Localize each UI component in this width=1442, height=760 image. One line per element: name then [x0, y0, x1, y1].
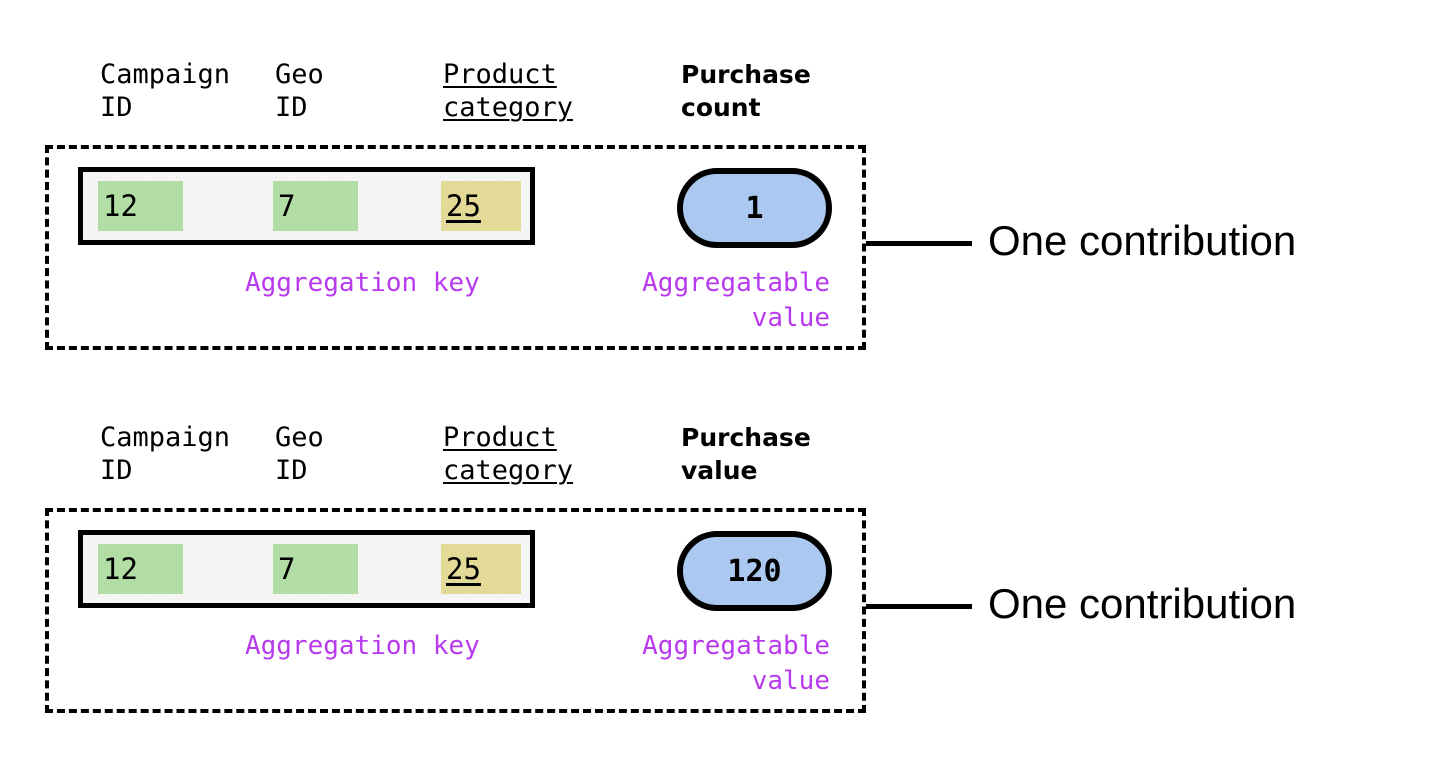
annotation-aggregatable-value: Aggregatable value [642, 631, 830, 696]
callout-label-one-contribution: One contribution [988, 580, 1297, 627]
callout-label-one-contribution: One contribution [988, 217, 1297, 264]
header-geo-id: Geo ID [275, 422, 324, 486]
aggregation-key-row: 12 7 25 [78, 530, 535, 608]
contribution-boundary [45, 508, 866, 713]
key-cell-geo-id: 7 [273, 181, 358, 231]
header-campaign-id: Campaign ID [100, 59, 231, 123]
column-headers: Campaign ID Geo ID Product category Purc… [0, 421, 900, 501]
aggregatable-value-pill: 120 [677, 531, 832, 611]
key-cell-product-category: 25 [441, 181, 521, 231]
aggregatable-value-pill: 1 [677, 168, 832, 248]
contribution-boundary [45, 145, 866, 350]
header-product-category: Product category [443, 422, 574, 486]
annotation-aggregation-key: Aggregation key [245, 631, 480, 661]
annotation-aggregation-key: Aggregation key [245, 268, 480, 298]
key-cell-geo-id: 7 [273, 544, 358, 594]
header-geo-id: Geo ID [275, 59, 324, 123]
annotation-aggregatable-value: Aggregatable value [642, 268, 830, 333]
callout-connector-line [866, 241, 972, 246]
key-cell-product-category: 25 [441, 544, 521, 594]
key-cell-campaign-id: 12 [98, 181, 183, 231]
key-cell-campaign-id: 12 [98, 544, 183, 594]
callout-connector-line [866, 604, 972, 609]
header-aggregatable-value: Purchase count [681, 60, 811, 122]
aggregation-key-row: 12 7 25 [78, 167, 535, 245]
column-headers: Campaign ID Geo ID Product category Purc… [0, 58, 900, 138]
header-aggregatable-value: Purchase value [681, 423, 811, 485]
header-product-category: Product category [443, 59, 574, 123]
header-campaign-id: Campaign ID [100, 422, 231, 486]
